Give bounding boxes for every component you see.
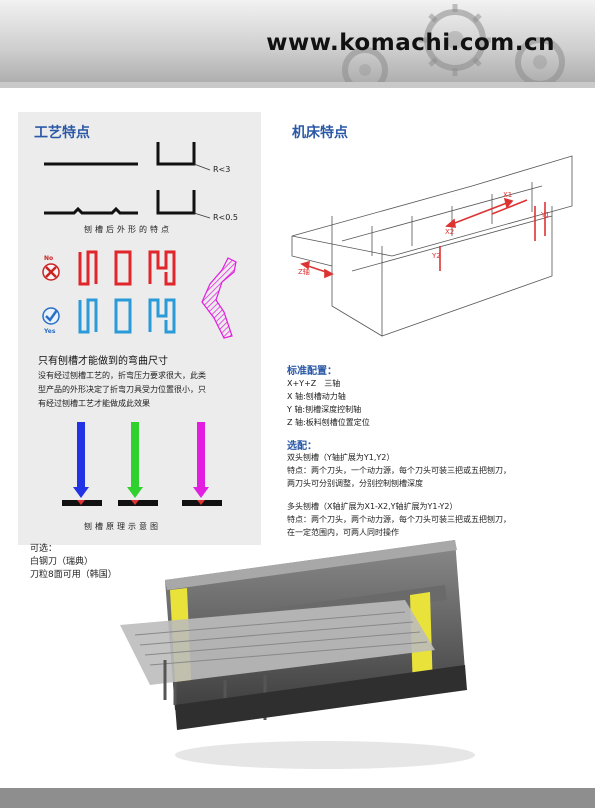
process-features-title: 工艺特点 [34, 125, 90, 141]
option-line: 两刀头可分别调整，分别控制刨槽深度 [287, 479, 423, 488]
machine-features-title: 机床特点 [292, 125, 348, 141]
note-line: 刀粒8面可用（韩国） [30, 570, 117, 580]
yes-icon [42, 307, 60, 325]
option-line: 特点：两个刀头，两个动力源，每个刀头可装三把或五把刨刀， [287, 515, 511, 524]
paragraph-line: 有经过刨槽工艺才能做成此效果 [38, 399, 150, 408]
paragraph-line: 型产品的外形决定了折弯刀具受力位置很小，只 [38, 385, 206, 394]
machine-line-drawing [291, 155, 573, 337]
radius-label-large: R<3 [213, 165, 231, 174]
spec-line: Y 轴:刨槽深度控制轴 [287, 405, 362, 414]
process-diagrams [42, 142, 237, 506]
groove-paragraph: 没有经过刨槽工艺的，折弯压力要求很大，此类 型产品的外形决定了折弯刀具受力位置很… [38, 369, 206, 411]
principle-diagram [62, 422, 222, 506]
blue-profiles [78, 298, 176, 334]
options-title: 选配： [287, 441, 317, 452]
standard-config-list: X+Y+Z 三轴 X 轴:刨槽动力轴 Y 轴:刨槽深度控制轴 Z 轴:板料刨槽位… [287, 377, 370, 429]
profile-u-radius [156, 142, 196, 166]
axis-label-z: Z轴 [298, 268, 310, 276]
groove-heading: 只有刨槽才能做到的弯曲尺寸 [38, 356, 168, 367]
flat-strip-grooved [44, 206, 138, 215]
red-profiles [78, 250, 176, 286]
hatched-profile [201, 257, 237, 339]
axis-label-y2: Y2 [432, 252, 441, 260]
optional-note: 可选： 白钢刀（瑞典） 刀粒8面可用（韩国） [30, 543, 117, 582]
note-line: 白钢刀（瑞典） [30, 557, 94, 567]
axis-label-y1: Y1 [541, 211, 550, 219]
axis-label-x1: X1 [503, 191, 513, 199]
option-line: 双头刨槽（Y轴扩展为Y1,Y2） [287, 453, 395, 462]
no-label: No [44, 255, 54, 262]
shape-caption: 刨槽后外形的特点 [84, 225, 172, 234]
option-line: 特点：两个刀头，一个动力源，每个刀头可装三把或五把刨刀， [287, 466, 511, 475]
website-url[interactable]: www.komachi.com.cn [266, 30, 555, 56]
spec-line: X 轴:刨槽动力轴 [287, 392, 346, 401]
spec-line: Z 轴:板料刨槽位置定位 [287, 418, 370, 427]
note-line: 可选： [30, 544, 58, 554]
no-icon [42, 263, 60, 281]
spec-line: X+Y+Z 三轴 [287, 379, 341, 388]
yes-label: Yes [44, 328, 56, 335]
options-list: 双头刨槽（Y轴扩展为Y1,Y2） 特点：两个刀头，一个动力源，每个刀头可装三把或… [287, 451, 511, 539]
header-banner: www.komachi.com.cn [0, 0, 595, 88]
machine-photo [120, 540, 475, 769]
principle-caption: 刨槽原理示意图 [84, 522, 161, 531]
radius-label-small: R<0.5 [213, 213, 238, 222]
option-line: 在一定范围内，可两人同时操作 [287, 528, 399, 537]
standard-config-title: 标准配置： [287, 366, 337, 377]
gear-background-graphic [0, 4, 595, 88]
paragraph-line: 没有经过刨槽工艺的，折弯压力要求很大，此类 [38, 371, 206, 380]
profile-u-sharp [156, 190, 196, 215]
option-line: 多头刨槽（X轴扩展为X1-X2,Y轴扩展为Y1-Y2） [287, 502, 458, 511]
axis-label-x2: X2 [445, 228, 455, 236]
footer-bar [0, 788, 595, 808]
